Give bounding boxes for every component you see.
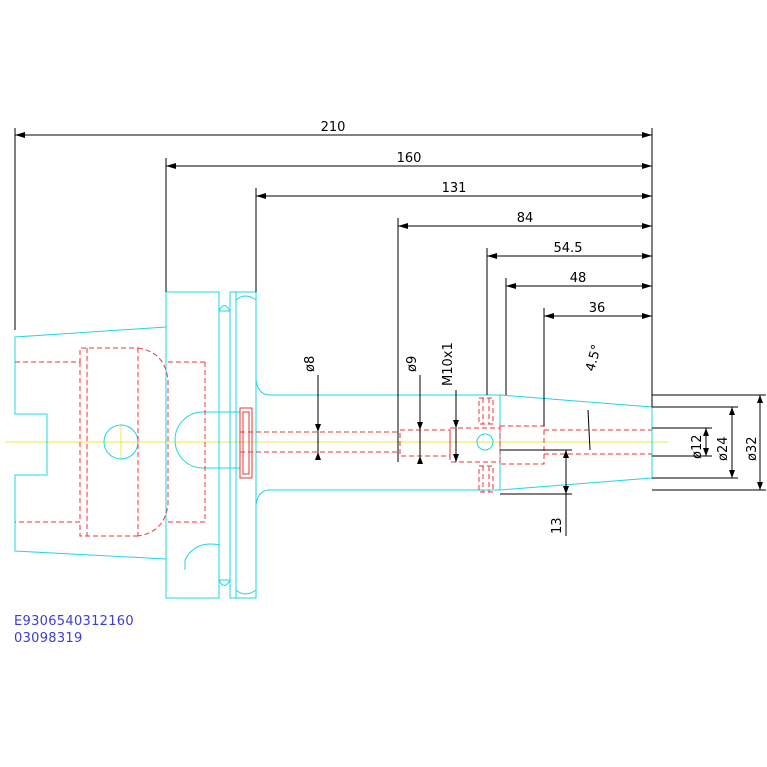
- arrowheads: [15, 132, 763, 494]
- dim-phi9: ø9: [405, 356, 420, 372]
- serial-number: 03098319: [14, 631, 83, 646]
- dim-36: 36: [589, 301, 606, 316]
- dim-84: 84: [517, 211, 534, 226]
- dimension-labels: 210 160 131 84 54.5 48 36 ø8 ø9 M10x1 4.…: [303, 120, 760, 534]
- part-code: E9306540312160: [14, 614, 134, 629]
- dim-54-5: 54.5: [554, 241, 583, 256]
- dim-13: 13: [550, 517, 565, 534]
- hidden-features: [15, 347, 652, 537]
- tool-holder-outline: [14, 291, 653, 599]
- dim-thread: M10x1: [441, 342, 456, 386]
- dim-phi32: ø32: [745, 437, 760, 462]
- dim-phi8: ø8: [303, 356, 318, 372]
- dim-131: 131: [442, 181, 467, 196]
- dim-160: 160: [397, 151, 422, 166]
- dimension-lines: [14, 128, 766, 536]
- dim-phi12: ø12: [690, 435, 705, 460]
- retention-nut: [239, 407, 253, 479]
- dim-phi24: ø24: [716, 437, 731, 462]
- dim-210: 210: [321, 120, 346, 135]
- dim-angle: 4.5°: [583, 343, 605, 373]
- centerline: [5, 424, 668, 460]
- dim-48: 48: [570, 271, 587, 286]
